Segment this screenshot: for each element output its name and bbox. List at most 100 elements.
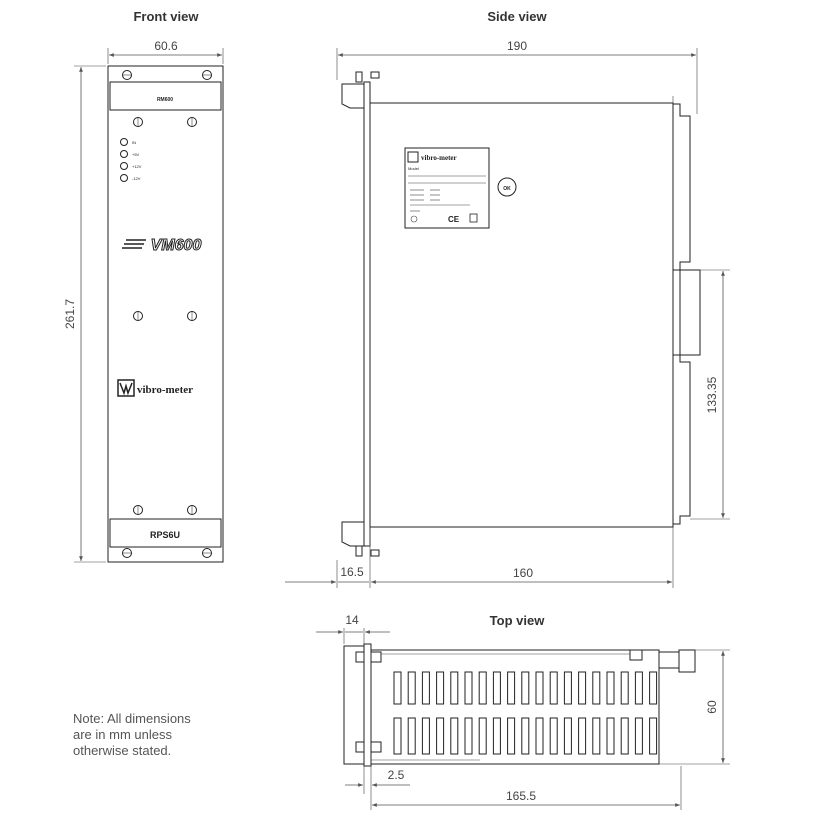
ventilation-slot — [535, 671, 544, 705]
side-rear-rail-top — [673, 103, 691, 271]
front-panel-outline — [107, 65, 224, 563]
ventilation-slot — [649, 717, 658, 755]
front-model-badge: RM600 — [157, 97, 173, 103]
top-body — [370, 649, 660, 765]
ventilation-slot — [634, 717, 643, 755]
ventilation-slot — [421, 717, 430, 755]
side-ok-seal: OK — [497, 177, 517, 197]
ventilation-slot — [478, 671, 487, 705]
side-top-handle — [341, 83, 364, 109]
side-screws — [355, 71, 380, 557]
side-rear-rail-bottom — [673, 354, 691, 525]
top-height-value: 60 — [705, 700, 719, 714]
ventilation-slot — [436, 671, 445, 705]
ventilation-slot — [507, 717, 516, 755]
ventilation-slot — [620, 671, 629, 705]
led-label: IN — [132, 140, 136, 145]
side-body — [369, 102, 674, 528]
ventilation-slot — [421, 671, 430, 705]
front-bottom-screws — [122, 548, 212, 558]
side-product-label: vibro-meter Model CE — [404, 147, 490, 229]
front-width-value: 60.6 — [154, 39, 178, 53]
ventilation-slot — [606, 671, 615, 705]
ventilation-slot — [535, 717, 544, 755]
led-label: +12V — [132, 164, 142, 169]
front-bottom-label: RPS6U — [150, 530, 180, 540]
front-bottom-handle — [109, 518, 222, 548]
led-label: -12V — [132, 176, 141, 181]
ventilation-slot — [549, 717, 558, 755]
ventilation-slot — [507, 671, 516, 705]
svg-text:vibro-meter: vibro-meter — [137, 384, 193, 396]
vibro-meter-logo: vibro-meter — [117, 379, 193, 397]
side-view: vibro-meter Model CE OK 190 — [285, 39, 730, 588]
ventilation-slot — [649, 671, 658, 705]
ventilation-slot — [634, 671, 643, 705]
front-top-screws — [122, 70, 212, 80]
ventilation-slot — [393, 717, 402, 755]
front-height-value: 261.7 — [63, 299, 77, 329]
led-indicator — [120, 138, 128, 146]
ventilation-slot — [620, 717, 629, 755]
front-top-handle — [109, 81, 222, 111]
led-indicator — [120, 174, 128, 182]
ventilation-slot — [563, 717, 572, 755]
top-screws — [355, 651, 382, 753]
top-rear-connector — [658, 651, 680, 669]
top-depth-value: 165.5 — [506, 789, 536, 803]
side-connector-value: 133.35 — [705, 376, 719, 413]
svg-text:CE: CE — [448, 215, 460, 224]
led-label: +5V — [132, 152, 140, 157]
front-leds: IN +5V +12V -12V — [120, 138, 142, 182]
ventilation-slot — [592, 671, 601, 705]
side-rear-connector — [679, 269, 701, 356]
ventilation-slot — [592, 717, 601, 755]
led-indicator — [120, 162, 128, 170]
note-line: Note: All dimensions — [73, 711, 191, 726]
ventilation-slot — [563, 671, 572, 705]
top-ventilation-slots — [393, 671, 658, 755]
ventilation-slot — [606, 717, 615, 755]
top-front-panel — [363, 643, 372, 767]
led-indicator — [120, 150, 128, 158]
dimension-note: Note: All dimensions are in mm unless ot… — [73, 711, 223, 759]
ventilation-slot — [521, 717, 530, 755]
ventilation-slot — [436, 717, 445, 755]
svg-text:VM600: VM600 — [151, 237, 202, 254]
ventilation-slot — [492, 671, 501, 705]
ventilation-slot — [578, 717, 587, 755]
front-view-title: Front view — [133, 9, 199, 24]
top-view-title: Top view — [490, 613, 546, 628]
ventilation-slot — [450, 671, 459, 705]
front-view: RM600 IN +5V +12V -12V VM600 — [63, 39, 224, 563]
top-view: 14 2.5 165.5 60 — [316, 613, 730, 810]
ventilation-slot — [393, 671, 402, 705]
side-body-depth-value: 160 — [513, 566, 533, 580]
ventilation-slot — [464, 717, 473, 755]
vm600-logo: VM600 — [122, 237, 202, 255]
svg-text:vibro-meter: vibro-meter — [421, 154, 457, 162]
side-bottom-handle — [341, 521, 364, 547]
ventilation-slot — [492, 717, 501, 755]
side-view-title: Side view — [487, 9, 547, 24]
ventilation-slot — [578, 671, 587, 705]
top-front-handle — [343, 645, 365, 765]
side-depth-value: 190 — [507, 39, 527, 53]
side-front-panel — [363, 81, 371, 547]
svg-text:Model: Model — [408, 166, 419, 171]
top-panel-thickness-value: 2.5 — [388, 768, 405, 782]
front-fixing-screws — [133, 117, 197, 515]
top-front-offset-value: 14 — [345, 613, 359, 627]
side-front-offset-value: 16.5 — [340, 565, 364, 579]
ventilation-slot — [464, 671, 473, 705]
ventilation-slot — [478, 717, 487, 755]
ventilation-slot — [549, 671, 558, 705]
ventilation-slot — [521, 671, 530, 705]
ventilation-slot — [407, 717, 416, 755]
note-line: are in mm unless — [73, 727, 172, 742]
svg-text:OK: OK — [503, 186, 511, 192]
note-line: otherwise stated. — [73, 743, 172, 758]
ventilation-slot — [407, 671, 416, 705]
ventilation-slot — [450, 717, 459, 755]
